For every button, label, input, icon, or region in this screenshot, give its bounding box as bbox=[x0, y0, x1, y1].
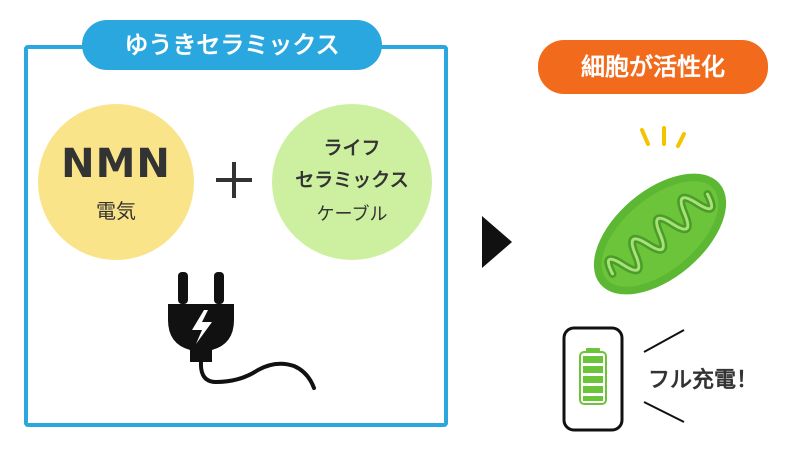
mitochondria-icon bbox=[593, 126, 727, 295]
plus-icon bbox=[216, 162, 252, 198]
emphasis-lines-icon bbox=[643, 329, 685, 423]
yuki-ceramics-label: ゆうきセラミックス bbox=[82, 20, 382, 70]
arrow-right-icon bbox=[482, 216, 512, 268]
nmn-title: NMN bbox=[61, 140, 171, 187]
full-charge-text: フル充電！ bbox=[648, 368, 759, 393]
spark-lines bbox=[640, 126, 686, 148]
nmn-circle: NMN 電気 bbox=[38, 104, 194, 260]
cell-activation-label: 細胞が活性化 bbox=[538, 40, 768, 94]
ceramic-line2: セラミックス bbox=[295, 169, 409, 191]
plug-icon bbox=[168, 272, 316, 390]
nmn-subtitle: 電気 bbox=[96, 198, 136, 223]
ceramic-line1: ライフ bbox=[323, 137, 381, 159]
smartphone-battery-icon bbox=[562, 326, 624, 432]
ceramic-line3: ケーブル bbox=[316, 204, 388, 225]
ceramic-cable-circle: ライフ セラミックス ケーブル bbox=[272, 104, 432, 260]
